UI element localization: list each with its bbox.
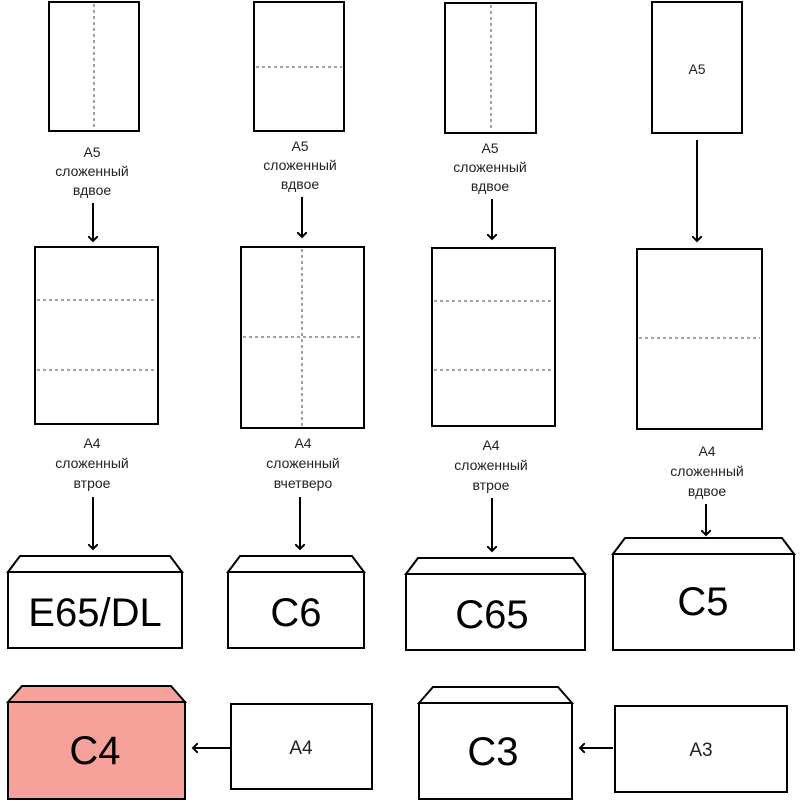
envelope-label: C4 [69,729,120,773]
fold-type-label: втрое [74,475,111,491]
a4-label: A4 [698,443,715,459]
a4-label: A4 [83,435,100,451]
a4-label: A4 [289,738,313,759]
fold-type-label: вдвое [281,176,320,192]
column-c6: A5 сложенный вдвое A4 сложенный вчетверо… [226,1,366,649]
column-c65: A5 сложенный вдвое A4 сложенный втрое C6… [404,2,587,651]
folded-label: сложенный [454,457,527,473]
envelope-c4-highlighted [7,701,186,800]
envelope-flap [226,555,366,573]
column-c5: A5 A4 сложенный вдвое C5 [611,1,796,651]
folded-label: сложенный [453,159,526,175]
row-c4: C4 A4 [5,685,373,800]
folded-label: сложенный [55,455,128,471]
a4-sheet-folded-thirds [34,246,159,425]
fold-type-label: втрое [473,477,510,493]
a4-sheet-folded-thirds [431,247,556,427]
fold-type-label: вдвое [471,178,510,194]
a5-label: A5 [481,140,498,156]
fold-type-label: вчетверо [274,475,333,491]
envelope-c65 [405,573,586,651]
a5-label: A5 [83,144,100,160]
envelope-c5 [612,553,795,651]
envelope-label: C65 [455,593,528,637]
envelope-label: C6 [270,591,321,635]
envelope-flap [611,537,796,555]
folded-label: сложенный [263,157,336,173]
row-c3: C3 A3 [416,686,788,800]
folded-label: сложенный [670,463,743,479]
a4-label: A4 [294,435,311,451]
folded-label: сложенный [55,163,128,179]
a5-label: A5 [291,138,308,154]
a5-label: A5 [688,61,705,77]
envelope-flap [6,555,184,573]
a3-sheet [614,705,788,793]
fold-type-label: вдвое [688,483,727,499]
a3-label: A3 [689,740,712,761]
envelope-label: C5 [677,580,728,624]
envelope-c6 [227,571,365,649]
a5-sheet [651,1,743,134]
fold-type-label: вдвое [73,182,112,198]
envelope-label: E65/DL [28,591,161,635]
envelope-c3 [418,702,573,800]
a4-sheet [230,703,373,790]
a4-label: A4 [482,437,499,453]
envelope-e65-dl [7,571,183,649]
a4-sheet-folded-half [636,248,763,430]
envelope-flap [404,557,587,575]
envelope-flap [5,685,188,703]
column-e65-dl: A5 сложенный вдвое A4 сложенный втрое E6… [6,1,184,649]
folded-label: сложенный [266,455,339,471]
envelope-label: C3 [467,730,518,774]
envelope-flap [416,686,575,704]
